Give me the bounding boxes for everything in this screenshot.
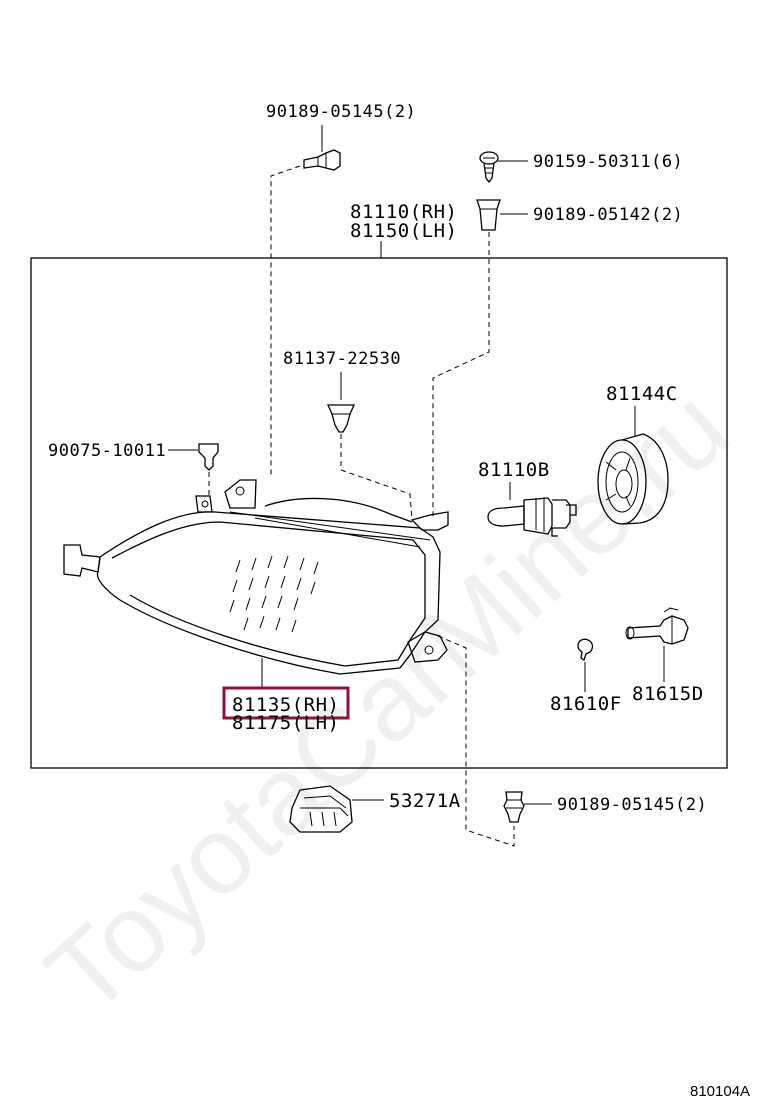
label-81110-rh[interactable]: 81110(RH)	[350, 201, 457, 223]
label-81137-22530[interactable]: 81137-22530	[283, 349, 401, 369]
assembly-frame	[30, 257, 728, 769]
socket-81615d-icon[interactable]	[625, 607, 689, 645]
label-81610f[interactable]: 81610F	[550, 693, 622, 715]
label-81615d[interactable]: 81615D	[632, 683, 704, 705]
clip-90189-05145-top-icon[interactable]	[303, 149, 341, 171]
clip-90075-10011-icon[interactable]	[198, 443, 219, 471]
label-90189-05142[interactable]: 90189-05142(2)	[533, 205, 683, 225]
screw-90159-50311-icon[interactable]	[479, 151, 499, 184]
bracket-53271a-icon[interactable]	[289, 785, 353, 833]
highlight-box-81135	[222, 686, 350, 720]
label-90075-10011[interactable]: 90075-10011	[48, 441, 166, 461]
lens-grid-pattern	[229, 555, 319, 633]
bulb-81110b-icon[interactable]	[487, 497, 577, 537]
label-81110b[interactable]: 81110B	[478, 459, 550, 481]
label-81175-lh[interactable]: 81175(LH)	[232, 712, 339, 734]
dash-line-bottom-bracket	[437, 635, 515, 847]
bulb-81610f-icon[interactable]	[577, 638, 594, 662]
dash-line-clip-top	[270, 165, 301, 478]
nut-90189-05142-icon[interactable]	[476, 199, 501, 231]
label-81135-rh[interactable]: 81135(RH)	[232, 694, 339, 716]
dash-line-nut	[432, 232, 490, 520]
headlamp-housing-icon[interactable]	[63, 479, 449, 675]
dash-line-81137	[340, 434, 413, 521]
clip-90189-05145-bottom-icon[interactable]	[503, 791, 525, 823]
label-81150-lh[interactable]: 81150(LH)	[350, 220, 457, 242]
socket-cover-81144c-icon[interactable]	[597, 433, 669, 525]
label-53271a[interactable]: 53271A	[389, 790, 461, 812]
label-90159-50311[interactable]: 90159-50311(6)	[533, 152, 683, 172]
clip-81137-22530-icon[interactable]	[326, 404, 356, 433]
label-81144c[interactable]: 81144C	[606, 383, 678, 405]
label-90189-05145-bottom[interactable]: 90189-05145(2)	[557, 795, 707, 815]
reference-code: 810104A	[690, 1083, 750, 1100]
label-90189-05145-top[interactable]: 90189-05145(2)	[266, 102, 416, 122]
